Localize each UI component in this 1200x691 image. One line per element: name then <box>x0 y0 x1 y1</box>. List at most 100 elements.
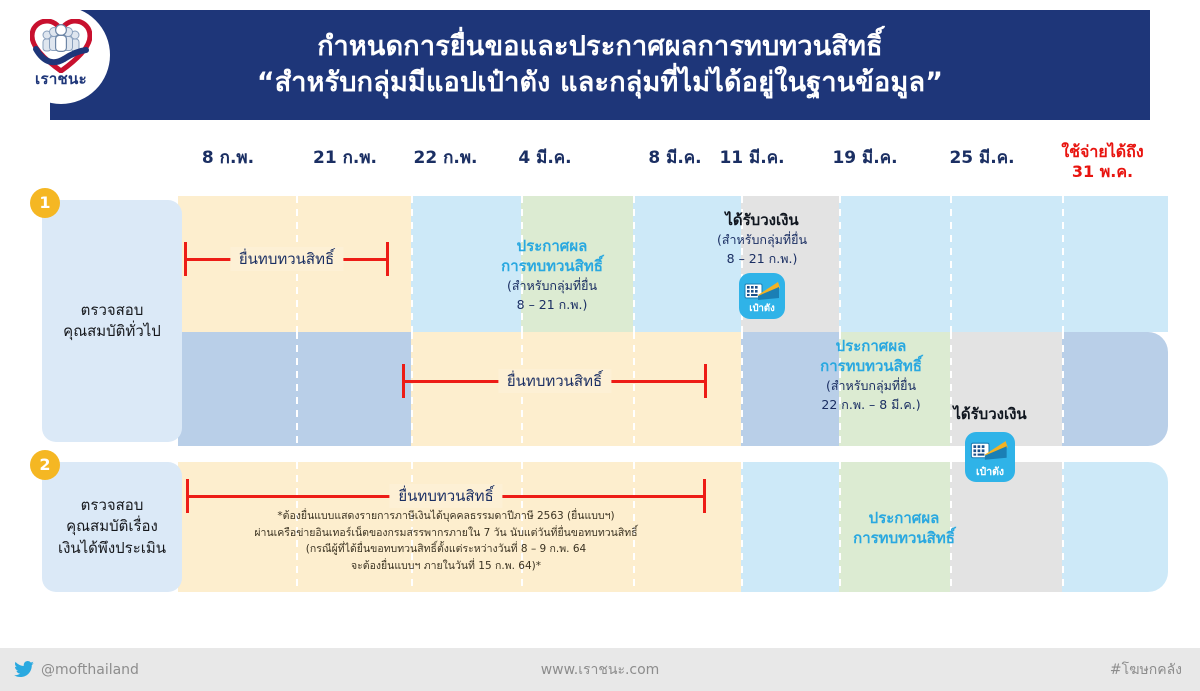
col-sep <box>839 196 841 332</box>
row1-cell-mar4-announce <box>521 196 633 332</box>
step-card-2-label: ตรวจสอบ คุณสมบัติเรื่อง เงินได้พึงประเมิ… <box>58 495 166 559</box>
announce-row3-main-1: ประกาศผล <box>868 509 940 527</box>
end-note: ใช้จ่ายได้ถึง 31 พ.ค. <box>1040 142 1165 182</box>
col-sep <box>741 196 743 332</box>
range-bar-row1-label: ยื่นทบทวนสิทธิ์ <box>229 247 344 271</box>
title-line-1: กำหนดการยื่นขอและประกาศผลการทบทวนสิทธิ์ <box>317 30 883 62</box>
col-sep <box>741 462 743 592</box>
step-1-line-2: คุณสมบัติทั่วไป <box>63 322 161 340</box>
announce-block-row2: ประกาศผล การทบทวนสิทธิ์ (สำหรับกลุ่มที่ย… <box>807 336 935 414</box>
footnote-line-2: ผ่านเครือข่ายอินเทอร์เน็ตของกรมสรรพากรภา… <box>254 526 638 539</box>
footer-bar: @mofthailand www.เราชนะ.com #โฆษกคลัง <box>0 648 1200 691</box>
announce-block-row3: ประกาศผล การทบทวนสิทธิ์ <box>840 508 968 548</box>
row1-cell-feb22 <box>411 196 521 332</box>
announce-block-row1: ประกาศผล การทบทวนสิทธิ์ (สำหรับกลุ่มที่ย… <box>490 236 614 314</box>
paotang-app-icon-row2[interactable]: เป๋าตัง <box>965 432 1015 483</box>
step-1-line-1: ตรวจสอบ <box>80 300 144 319</box>
timeline-grid: 1 ตรวจสอบ คุณสมบัติทั่วไป 2 ตรวจสอบ คุณส… <box>0 188 1200 620</box>
timeline-date-header: 8 ก.พ. 21 ก.พ. 22 ก.พ. 4 มี.ค. 8 มี.ค. 1… <box>0 142 1200 196</box>
col-sep <box>411 332 413 446</box>
footnote-row3: *ต้องยื่นแบบแสดงรายการภาษีเงินได้บุคคลธร… <box>186 508 706 574</box>
range-cap-right <box>704 364 707 398</box>
range-cap-right <box>703 479 706 513</box>
row2-cell-mar11 <box>741 332 839 446</box>
range-bar-row3: ยื่นทบทวนสิทธิ์ <box>186 479 706 513</box>
range-cap-left <box>186 479 189 513</box>
col-sep <box>411 462 413 592</box>
row2-cell-mar25-receive <box>950 332 1062 446</box>
date-label-0: 8 ก.พ. <box>201 148 255 168</box>
range-cap-left <box>402 364 405 398</box>
col-sep <box>1062 462 1064 592</box>
end-note-line-2: 31 พ.ค. <box>1071 162 1134 181</box>
col-sep <box>296 462 298 592</box>
range-cap-left <box>184 242 187 276</box>
step-card-1: 1 ตรวจสอบ คุณสมบัติทั่วไป <box>30 188 182 442</box>
twitter-bird-icon <box>14 660 34 677</box>
col-sep <box>950 332 952 446</box>
announce-row1-sub-1: (สำหรับกลุ่มที่ยื่น <box>507 278 597 294</box>
row3-cell-feb8-mar8 <box>178 462 741 592</box>
timeline-row-2 <box>178 332 1168 446</box>
range-bar-row3-label: ยื่นทบทวนสิทธิ์ <box>389 484 503 508</box>
paotang-row2-label: เป๋าตัง <box>975 466 1005 479</box>
date-label-4: 8 มี.ค. <box>648 148 702 168</box>
receive-row2-title: ได้รับวงเงิน <box>953 405 1027 423</box>
date-label-6: 19 มี.ค. <box>832 148 898 168</box>
receive-block-row2: ได้รับวงเงิน เป๋าตัง <box>934 404 1046 483</box>
row3-cell-mar11 <box>741 462 839 592</box>
range-bar-row2-label: ยื่นทบทวนสิทธิ์ <box>497 369 612 393</box>
receive-row1-sub-1: (สำหรับกลุ่มที่ยื่น <box>717 232 807 248</box>
col-sep <box>950 462 952 592</box>
receive-row1-title: ได้รับวงเงิน <box>725 211 799 229</box>
receive-block-row1: ได้รับวงเงิน (สำหรับกลุ่มที่ยื่น 8 – 21 … <box>703 210 821 319</box>
date-label-2: 22 ก.พ. <box>413 148 478 168</box>
footer-twitter[interactable]: @mofthailand <box>14 660 139 679</box>
announce-row1-sub-2: 8 – 21 ก.พ.) <box>516 296 588 312</box>
col-sep <box>296 332 298 446</box>
row2-cell-mar19-announce <box>839 332 950 446</box>
range-bar-row1: ยื่นทบทวนสิทธิ์ <box>184 242 389 276</box>
range-bar-row2: ยื่นทบทวนสิทธิ์ <box>402 364 707 398</box>
col-sep <box>521 462 523 592</box>
col-sep <box>1062 332 1064 446</box>
col-sep <box>950 196 952 332</box>
date-label-3: 4 มี.ค. <box>518 148 572 168</box>
receive-row1-sub-2: 8 – 21 ก.พ.) <box>726 250 798 266</box>
raochana-logo: เราชนะ <box>12 6 110 104</box>
footer-website[interactable]: www.เราชนะ.com <box>540 661 660 678</box>
header-banner: กำหนดการยื่นขอและประกาศผลการทบทวนสิทธิ์ … <box>50 10 1150 120</box>
step-2-line-1: ตรวจสอบ <box>80 496 144 515</box>
announce-row2-sub-2: 22 ก.พ. – 8 มี.ค.) <box>821 396 921 412</box>
footnote-line-4: จะต้องยื่นแบบฯ ภายในวันที่ 15 ก.พ. 64)* <box>350 559 541 572</box>
step-badge-1: 1 <box>30 188 60 218</box>
announce-row3-main-2: การทบทวนสิทธิ์ <box>853 529 955 548</box>
timeline-row-3 <box>178 462 1168 592</box>
step-badge-2: 2 <box>30 450 60 480</box>
row1-cell-mar8 <box>633 196 741 332</box>
title-line-2: “สำหรับกลุ่มมีแอปเป๋าตัง และกลุ่มที่ไม่ไ… <box>256 67 944 98</box>
page-title: กำหนดการยื่นขอและประกาศผลการทบทวนสิทธิ์ … <box>257 29 943 101</box>
date-label-7: 25 มี.ค. <box>949 148 1015 168</box>
announce-row2-main-1: ประกาศผล <box>835 337 907 355</box>
paotang-app-icon-row1[interactable]: เป๋าตัง <box>739 272 785 319</box>
footer-twitter-handle: @mofthailand <box>41 661 139 678</box>
step-card-1-label: ตรวจสอบ คุณสมบัติทั่วไป <box>63 300 161 343</box>
footer-hashtag[interactable]: #โฆษกคลัง <box>1109 661 1182 678</box>
col-sep <box>633 196 635 332</box>
col-sep <box>633 332 635 446</box>
step-card-2: 2 ตรวจสอบ คุณสมบัติเรื่อง เงินได้พึงประเ… <box>30 450 182 592</box>
col-sep <box>633 462 635 592</box>
col-sep <box>411 196 413 332</box>
paotang-wallet-icon <box>744 281 780 300</box>
step-2-line-2: คุณสมบัติเรื่อง <box>66 517 158 536</box>
footnote-line-3: (กรณีผู้ที่ได้ยื่นขอทบทวนสิทธิ์ตั้งแต่ระ… <box>305 543 587 556</box>
col-sep <box>741 332 743 446</box>
heart-people-logo-icon <box>30 19 92 73</box>
col-sep <box>1062 196 1064 332</box>
paotang-row1-label: เป๋าตัง <box>749 302 775 314</box>
announce-row2-sub-1: (สำหรับกลุ่มที่ยื่น <box>826 378 916 394</box>
paotang-wallet-icon <box>970 441 1008 460</box>
row3-cell-mar25 <box>950 462 1062 592</box>
date-label-5: 11 มี.ค. <box>719 148 785 168</box>
